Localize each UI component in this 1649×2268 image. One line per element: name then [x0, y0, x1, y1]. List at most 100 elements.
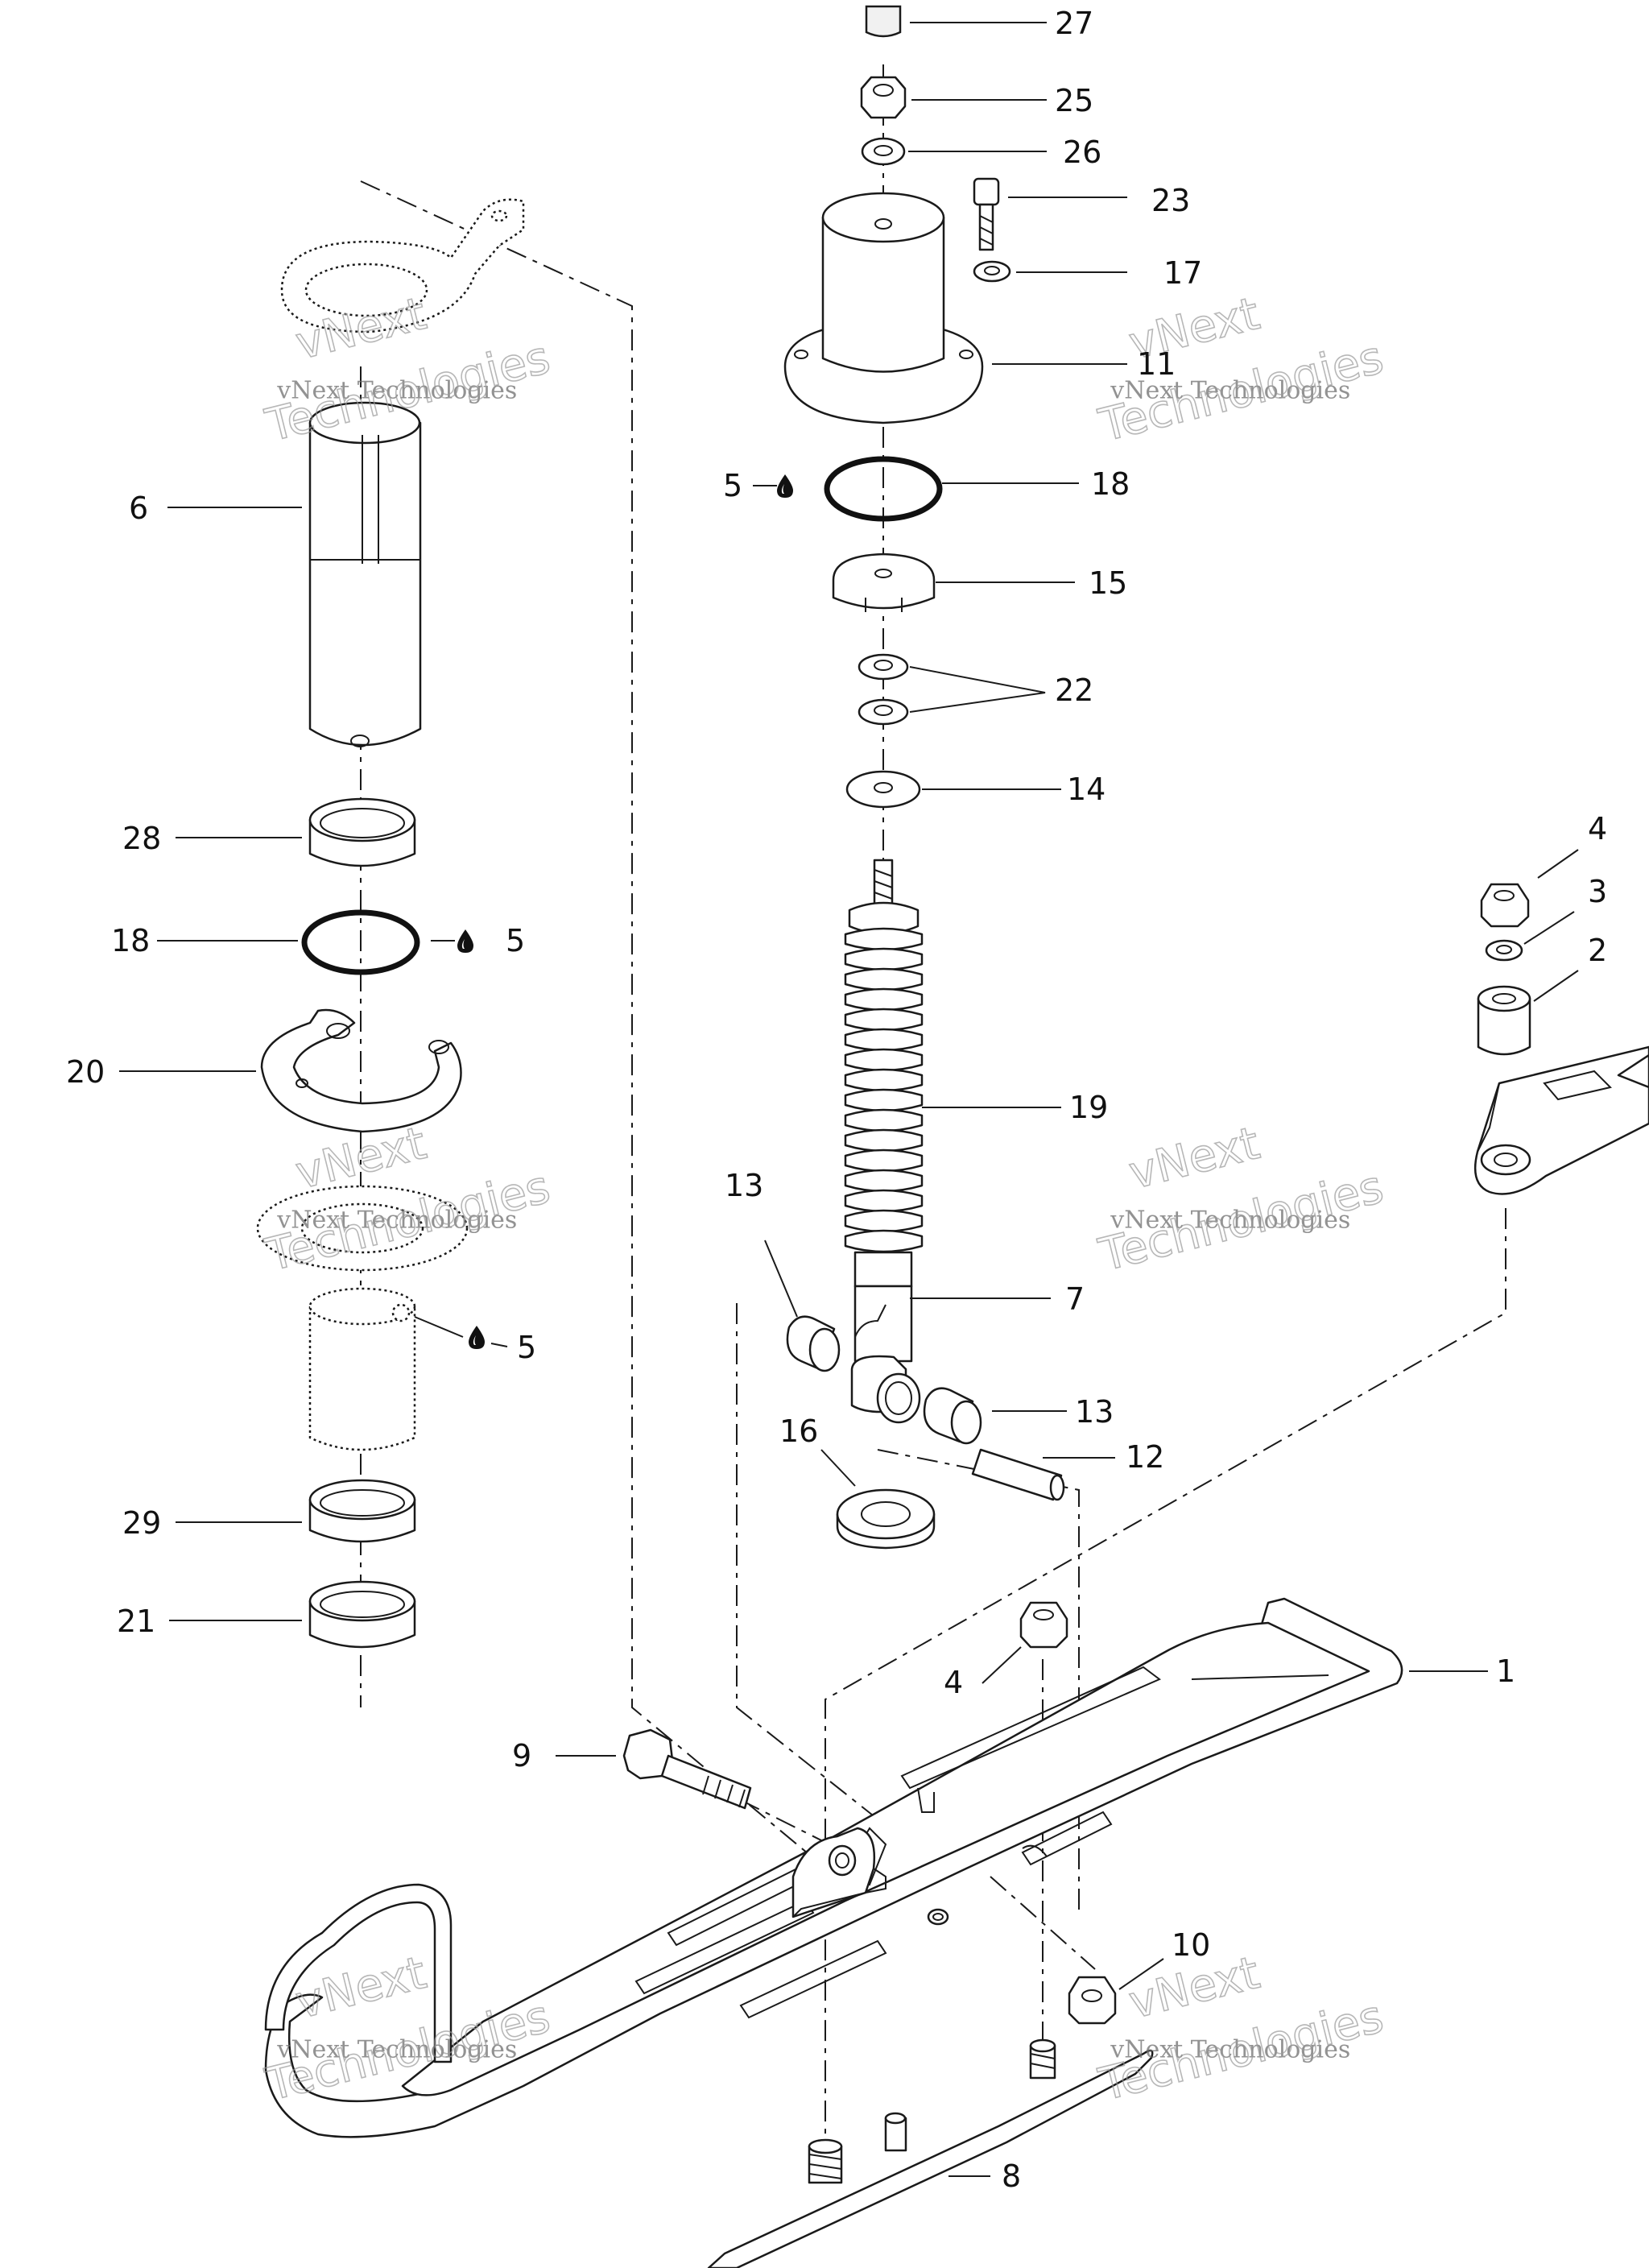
spring-coil [844, 1148, 924, 1173]
callout-13-left: 13 [725, 1168, 763, 1203]
callout-3: 3 [1588, 874, 1607, 909]
callout-16: 16 [779, 1413, 818, 1449]
callout-4-ski: 4 [944, 1665, 963, 1700]
part-hub-dotted [256, 1185, 469, 1451]
watermark-line2: vNext Technologies [1110, 1206, 1350, 1235]
callout-10: 10 [1172, 1927, 1210, 1963]
part-11-housing [783, 192, 984, 424]
part-3-washer [1485, 939, 1523, 962]
watermark-line2: vNext Technologies [276, 1206, 517, 1235]
callout-11: 11 [1137, 346, 1176, 382]
watermark-line2: vNext Technologies [1110, 377, 1350, 405]
callout-14: 14 [1067, 772, 1106, 807]
part-4-nut-top [1480, 883, 1530, 928]
part-12-pin [971, 1448, 1065, 1501]
callout-27: 27 [1055, 6, 1093, 41]
callout-5-upper: 5 [723, 468, 742, 503]
callout-21: 21 [117, 1604, 155, 1639]
spring-coil [844, 1229, 924, 1253]
callout-20: 20 [66, 1054, 105, 1090]
callout-19: 19 [1069, 1090, 1108, 1125]
callout-28: 28 [122, 821, 161, 856]
part-10-nut [1068, 1976, 1117, 2025]
callout-5-lower: 5 [517, 1330, 536, 1365]
part-6-tube [308, 401, 422, 747]
spring-coil [844, 1028, 924, 1052]
drop-icon [457, 929, 473, 953]
part-20-circlip [260, 1008, 462, 1133]
bracket-dashed-path [736, 1303, 951, 1877]
part-4-nut-ski [1019, 1601, 1068, 1649]
spring-coil [844, 1189, 924, 1213]
part-9-bolt [622, 1728, 752, 1810]
steering-dashed-path [360, 180, 846, 1885]
spring-coil [844, 1048, 924, 1072]
part-14-washer [845, 770, 921, 809]
spring-coil [844, 1209, 924, 1233]
callout-6: 6 [129, 490, 148, 526]
spring-coil [844, 1169, 924, 1193]
spring-coil [844, 1008, 924, 1032]
callout-29: 29 [122, 1505, 161, 1541]
ski-bracket [791, 1827, 886, 1918]
part-1-ski [264, 1597, 1403, 2138]
callout-13-right: 13 [1075, 1394, 1114, 1430]
part-7-shock-eye [850, 1285, 921, 1424]
part-28-bushing [308, 797, 416, 867]
callout-4-top: 4 [1588, 811, 1607, 846]
part-13-bushing-left [786, 1315, 841, 1372]
spring-coil [844, 1128, 924, 1153]
part-spindle-arm [1473, 1045, 1649, 1195]
part-27-cap [865, 5, 902, 38]
callout-5-middle: 5 [506, 923, 525, 958]
callout-22: 22 [1055, 673, 1093, 708]
spring-coil [844, 1108, 924, 1132]
part-17-washer [973, 260, 1011, 283]
watermark-line2: vNext Technologies [276, 377, 517, 405]
callout-23: 23 [1151, 183, 1190, 218]
part-21-bushing [308, 1580, 416, 1649]
part-22-washers [858, 653, 909, 726]
part-2-spacer [1477, 985, 1531, 1056]
part-18-oring-upper [824, 456, 943, 522]
watermark-line2: vNext Technologies [276, 2036, 517, 2064]
callout-numbers: 27 25 26 23 17 11 5 18 15 22 14 4 3 2 19… [66, 6, 1607, 2194]
spring-coil [844, 927, 924, 951]
callout-1: 1 [1496, 1653, 1515, 1689]
leader-lines [119, 22, 1579, 2177]
spring-coil [844, 947, 924, 971]
bolt-dashed-path [990, 1876, 1096, 1970]
callout-9: 9 [512, 1738, 531, 1773]
callout-2: 2 [1588, 933, 1607, 968]
spring-coil [844, 987, 924, 1012]
part-26-washer [861, 137, 906, 166]
callout-7: 7 [1065, 1281, 1085, 1317]
callout-17: 17 [1163, 255, 1202, 291]
part-18-oring-lower [301, 909, 420, 975]
part-29-bushing [308, 1479, 416, 1543]
drop-icon [777, 474, 793, 498]
callout-18-upper: 18 [1091, 466, 1130, 502]
callout-12: 12 [1126, 1439, 1164, 1475]
part-25-nut [860, 76, 907, 119]
part-16-washer [836, 1488, 936, 1550]
callout-18-lower: 18 [111, 923, 150, 958]
drop-icon [469, 1326, 485, 1349]
part-23-screw [973, 177, 1000, 251]
part-8-runner [707, 2038, 1154, 2268]
part-15-plate [832, 553, 936, 612]
part-tool-dotted [280, 198, 525, 333]
spring-coil [844, 1068, 924, 1092]
spring-coil [844, 967, 924, 991]
callout-26: 26 [1063, 135, 1101, 170]
callout-25: 25 [1055, 83, 1093, 118]
callout-15: 15 [1089, 565, 1127, 601]
watermark-line1: vNext [1124, 1117, 1264, 1200]
part-19-spring [844, 859, 924, 1288]
ski-loop-handle [264, 1883, 453, 2063]
